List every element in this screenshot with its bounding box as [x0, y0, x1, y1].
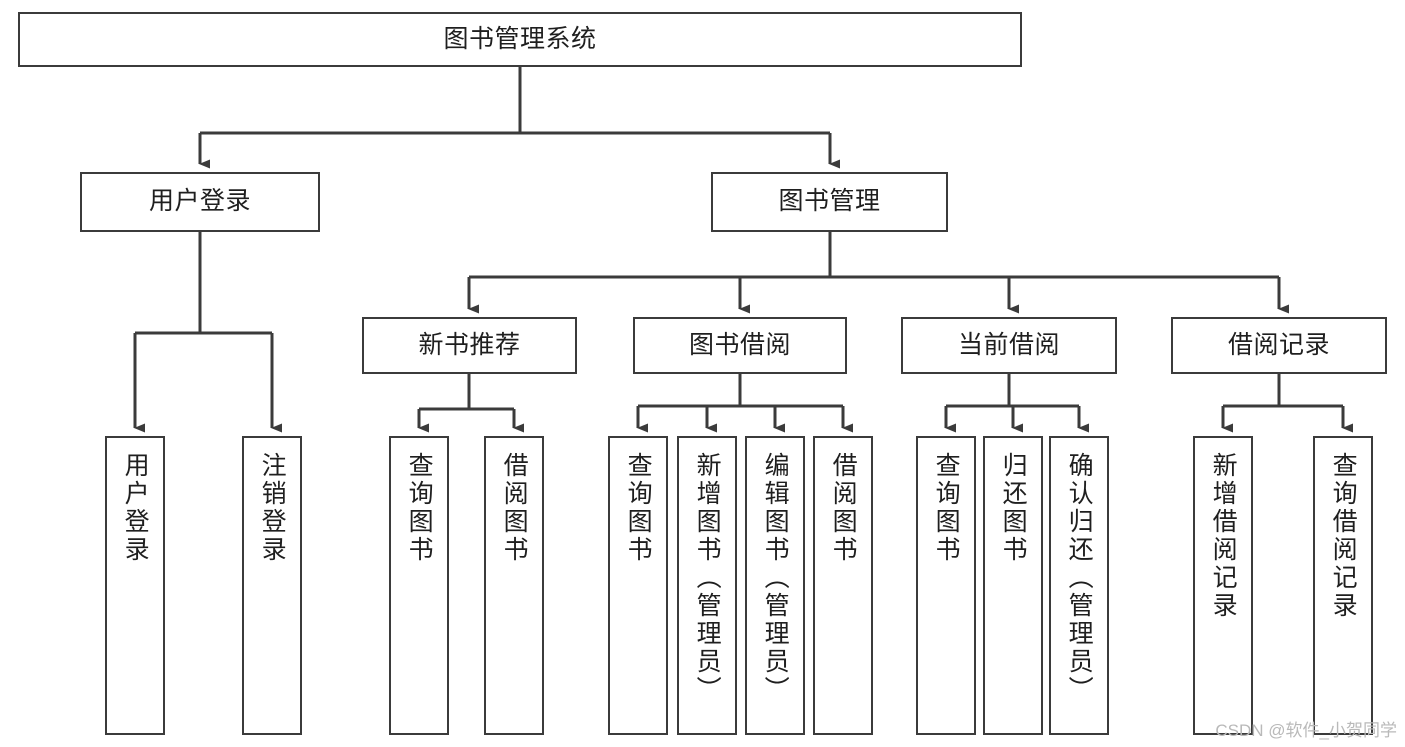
leaf-query-book-current[interactable]: 查询图书 [916, 436, 976, 735]
node-label: 图书管理系统 [443, 24, 597, 53]
node-label: 归还图书 [999, 452, 1028, 564]
node-label: 当前借阅 [957, 330, 1060, 359]
node-label: 注销登录 [258, 452, 287, 564]
node-label: 新增图书（管理员） [693, 452, 722, 704]
node-label: 查询图书 [624, 452, 653, 564]
node-label: 用户登录 [121, 452, 150, 564]
node-root-system[interactable]: 图书管理系统 [18, 12, 1022, 67]
leaf-borrow-book-borrowing[interactable]: 借阅图书 [813, 436, 873, 735]
node-new-book-recommendation[interactable]: 新书推荐 [362, 317, 577, 374]
node-label: 用户登录 [148, 187, 251, 216]
node-label: 查询图书 [405, 452, 434, 564]
node-label: 借阅图书 [500, 452, 529, 564]
node-label: 查询借阅记录 [1329, 452, 1358, 620]
csdn-watermark: CSDN @软件_小贺同学 [1215, 721, 1397, 740]
node-label: 查询图书 [932, 452, 961, 564]
node-label: 新书推荐 [418, 330, 521, 359]
leaf-edit-book-admin[interactable]: 编辑图书（管理员） [745, 436, 805, 735]
leaf-confirm-return-admin[interactable]: 确认归还（管理员） [1049, 436, 1109, 735]
leaf-return-book[interactable]: 归还图书 [983, 436, 1043, 735]
leaf-query-borrow-record[interactable]: 查询借阅记录 [1313, 436, 1373, 735]
node-label: 确认归还（管理员） [1065, 452, 1094, 704]
leaf-borrow-book-newbook[interactable]: 借阅图书 [484, 436, 544, 735]
leaf-query-book-borrowing[interactable]: 查询图书 [608, 436, 668, 735]
leaf-add-book-admin[interactable]: 新增图书（管理员） [677, 436, 737, 735]
node-label: 图书借阅 [688, 330, 791, 359]
leaf-add-borrow-record[interactable]: 新增借阅记录 [1193, 436, 1253, 735]
node-book-management[interactable]: 图书管理 [711, 172, 948, 232]
leaf-query-book-newbook[interactable]: 查询图书 [389, 436, 449, 735]
node-current-borrowing[interactable]: 当前借阅 [901, 317, 1117, 374]
node-label: 图书管理 [778, 187, 881, 216]
node-borrow-records[interactable]: 借阅记录 [1171, 317, 1387, 374]
node-user-login[interactable]: 用户登录 [80, 172, 320, 232]
leaf-logout[interactable]: 注销登录 [242, 436, 302, 735]
node-label: 新增借阅记录 [1209, 452, 1238, 620]
leaf-user-login[interactable]: 用户登录 [105, 436, 165, 735]
node-label: 借阅记录 [1227, 330, 1330, 359]
node-label: 借阅图书 [829, 452, 858, 564]
node-book-borrowing[interactable]: 图书借阅 [633, 317, 847, 374]
node-label: 编辑图书（管理员） [761, 452, 790, 704]
